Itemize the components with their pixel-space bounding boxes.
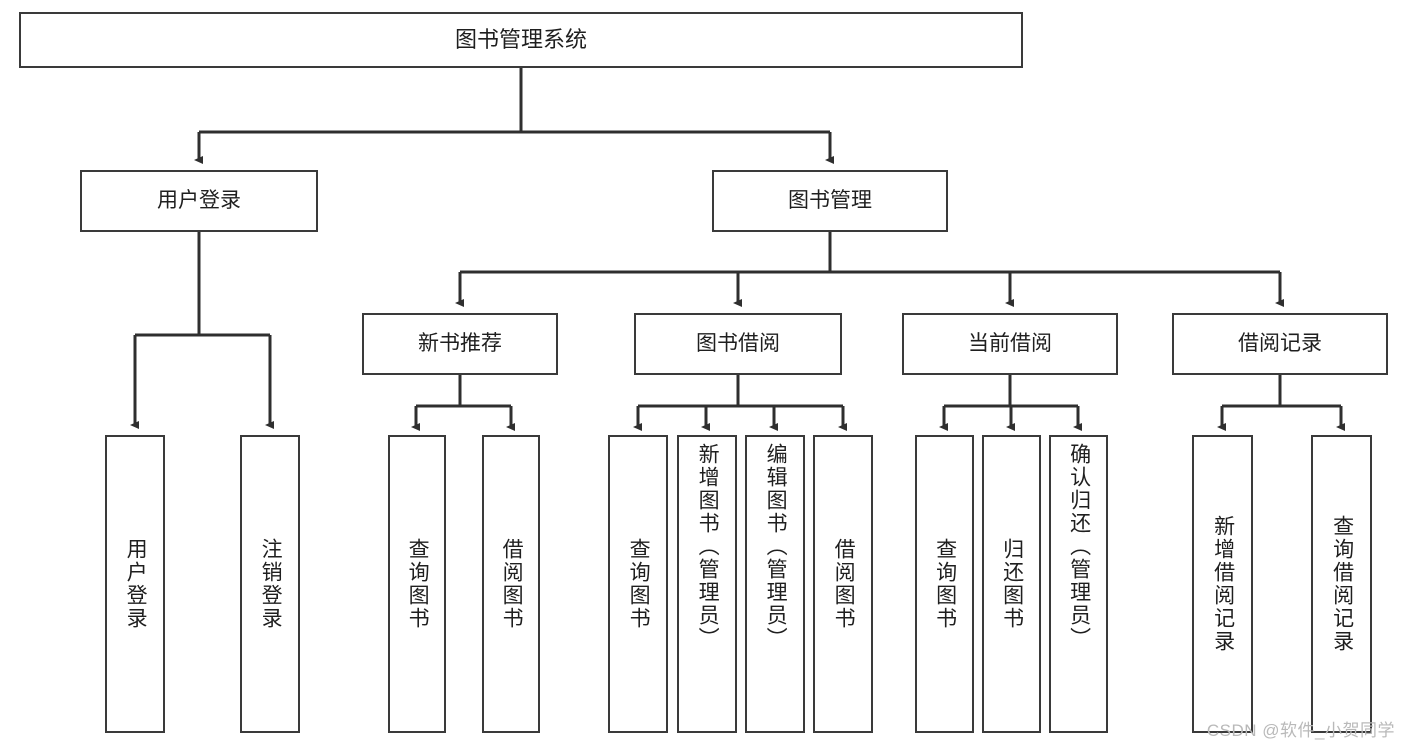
- node-book-management-label: 图书管理: [788, 188, 872, 212]
- leaf-borrow-edit-book-admin[interactable]: 编辑图书（管理员）: [745, 435, 805, 733]
- leaf-recommend-borrow-book-label: 借阅图书: [500, 538, 524, 630]
- node-new-book-recommend[interactable]: 新书推荐: [362, 313, 558, 375]
- leaf-user-logout-label: 注销登录: [259, 538, 283, 630]
- node-borrow-record[interactable]: 借阅记录: [1172, 313, 1388, 375]
- leaf-borrow-edit-book-admin-label: 编辑图书（管理员）: [764, 443, 788, 650]
- node-root[interactable]: 图书管理系统: [19, 12, 1023, 68]
- leaf-current-query-book-label: 查询图书: [933, 538, 957, 630]
- node-book-management[interactable]: 图书管理: [712, 170, 948, 232]
- leaf-borrow-borrow-book[interactable]: 借阅图书: [813, 435, 873, 733]
- leaf-borrow-query-book[interactable]: 查询图书: [608, 435, 668, 733]
- leaf-current-confirm-return-admin[interactable]: 确认归还（管理员）: [1049, 435, 1108, 733]
- leaf-borrow-query-book-label: 查询图书: [627, 538, 651, 630]
- leaf-borrow-borrow-book-label: 借阅图书: [832, 538, 856, 630]
- leaf-current-query-book[interactable]: 查询图书: [915, 435, 974, 733]
- node-user-login[interactable]: 用户登录: [80, 170, 318, 232]
- leaf-user-login-label: 用户登录: [124, 538, 148, 630]
- leaf-record-query-record-label: 查询借阅记录: [1330, 515, 1354, 653]
- leaf-user-logout[interactable]: 注销登录: [240, 435, 300, 733]
- leaf-recommend-query-book[interactable]: 查询图书: [388, 435, 446, 733]
- node-user-login-label: 用户登录: [157, 188, 241, 212]
- leaf-borrow-add-book-admin[interactable]: 新增图书（管理员）: [677, 435, 737, 733]
- node-current-borrow-label: 当前借阅: [968, 331, 1052, 355]
- leaf-record-add-record[interactable]: 新增借阅记录: [1192, 435, 1253, 733]
- leaf-current-confirm-return-admin-label: 确认归还（管理员）: [1067, 443, 1091, 650]
- node-book-borrow-label: 图书借阅: [696, 331, 780, 355]
- leaf-record-query-record[interactable]: 查询借阅记录: [1311, 435, 1372, 733]
- node-current-borrow[interactable]: 当前借阅: [902, 313, 1118, 375]
- leaf-recommend-borrow-book[interactable]: 借阅图书: [482, 435, 540, 733]
- node-book-borrow[interactable]: 图书借阅: [634, 313, 842, 375]
- leaf-current-return-book-label: 归还图书: [1000, 538, 1024, 630]
- node-borrow-record-label: 借阅记录: [1238, 331, 1322, 355]
- leaf-user-login[interactable]: 用户登录: [105, 435, 165, 733]
- leaf-borrow-add-book-admin-label: 新增图书（管理员）: [696, 443, 720, 650]
- leaf-current-return-book[interactable]: 归还图书: [982, 435, 1041, 733]
- node-root-label: 图书管理系统: [454, 27, 587, 53]
- leaf-record-add-record-label: 新增借阅记录: [1211, 515, 1235, 653]
- node-new-book-recommend-label: 新书推荐: [418, 331, 502, 355]
- watermark: CSDN @软件_小贺同学: [1206, 721, 1395, 740]
- leaf-recommend-query-book-label: 查询图书: [406, 538, 430, 630]
